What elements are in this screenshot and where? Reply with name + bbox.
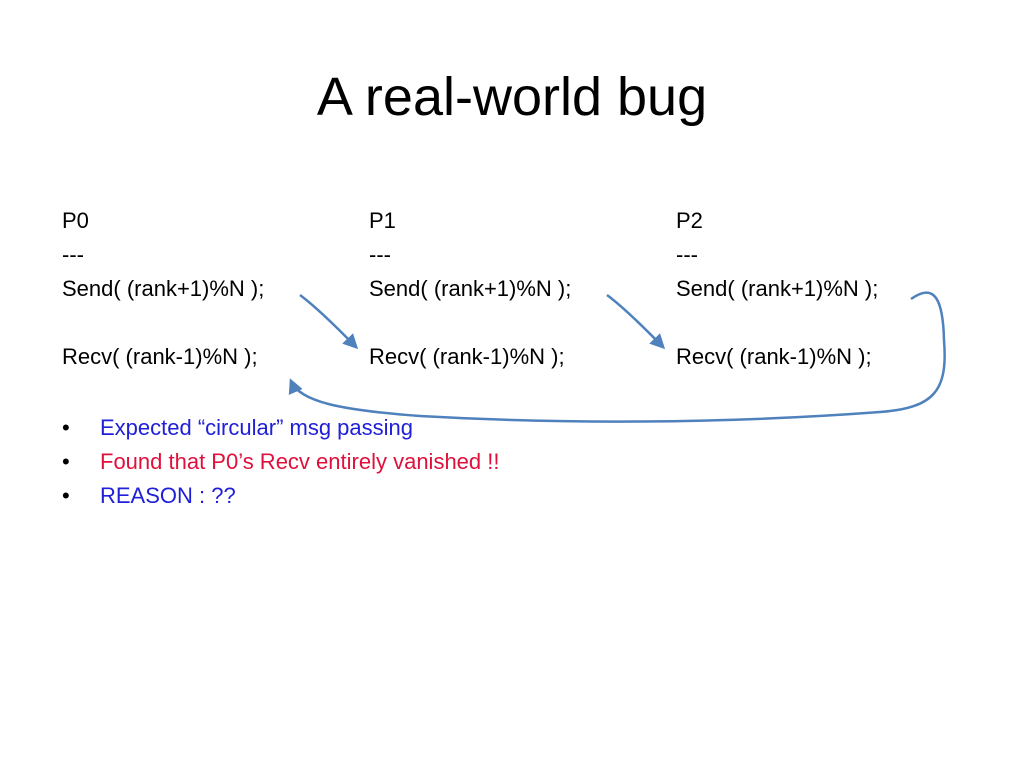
process-column-p2: P2 --- Send( (rank+1)%N ); Recv( (rank-1… [676,204,878,374]
slide-title: A real-world bug [316,67,708,127]
bullet-text: REASON : ?? [100,483,236,508]
process-header: P0 [62,208,89,233]
bullet-list: • Expected “circular” msg passing • Foun… [62,411,499,513]
process-separator: --- [62,242,84,267]
process-separator: --- [369,242,391,267]
recv-statement: Recv( (rank-1)%N ); [676,344,872,369]
process-column-p0: P0 --- Send( (rank+1)%N ); Recv( (rank-1… [62,204,264,374]
bullet-item-expected: • Expected “circular” msg passing [62,411,499,445]
bullet-text: Expected “circular” msg passing [100,415,414,440]
send-statement: Send( (rank+1)%N ); [62,276,265,301]
blank-line [369,306,571,340]
bullet-marker: • [62,415,70,440]
blank-line [62,306,264,340]
process-header: P2 [676,208,703,233]
bullet-item-found: • Found that P0’s Recv entirely vanished… [62,445,499,479]
arrow-p1-send-to-p2-recv [606,294,666,350]
arrow-p0-send-to-p1-recv [299,294,359,350]
process-header: P1 [369,208,396,233]
process-separator: --- [676,242,698,267]
send-statement: Send( (rank+1)%N ); [369,276,572,301]
process-column-p1: P1 --- Send( (rank+1)%N ); Recv( (rank-1… [369,204,571,374]
blank-line [676,306,878,340]
bullet-marker: • [62,483,70,508]
bullet-text: Found that P0’s Recv entirely vanished !… [100,449,500,474]
bullet-marker: • [62,449,70,474]
send-statement: Send( (rank+1)%N ); [676,276,879,301]
recv-statement: Recv( (rank-1)%N ); [369,344,565,369]
bullet-item-reason: • REASON : ?? [62,479,499,513]
recv-statement: Recv( (rank-1)%N ); [62,344,258,369]
